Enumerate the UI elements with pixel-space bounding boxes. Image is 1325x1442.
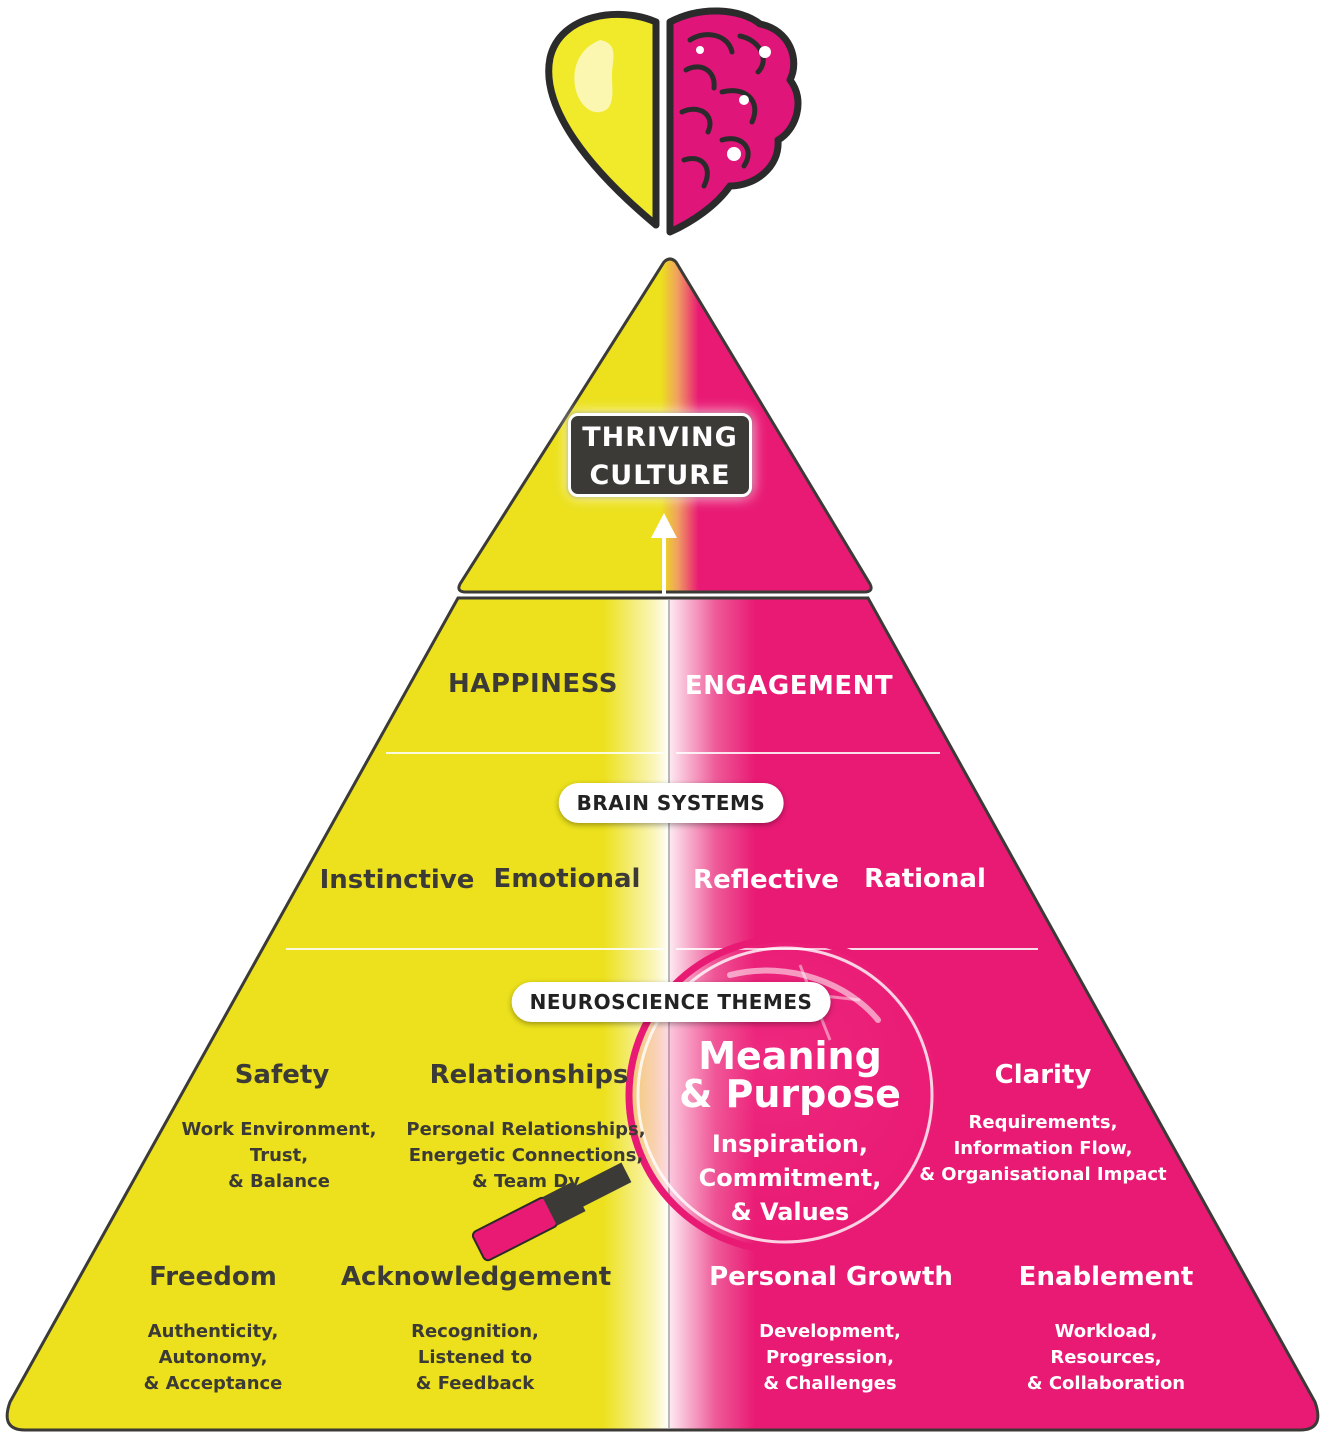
- theme-relationships-title: Relationships: [429, 1060, 629, 1090]
- badge-line-2: CULTURE: [589, 460, 731, 491]
- up-arrow-icon: [651, 513, 677, 596]
- brain-system-rational: Rational: [864, 864, 986, 894]
- brain-system-emotional: Emotional: [493, 864, 641, 894]
- badge-line-1: THRIVING: [582, 422, 738, 453]
- theme-acknowledgement-title: Acknowledgement: [340, 1262, 612, 1292]
- engagement-heading: ENGAGEMENT: [684, 671, 894, 701]
- theme-safety-title: Safety: [234, 1060, 330, 1090]
- theme-meaning-purpose-title: Meaning & Purpose: [679, 1034, 901, 1116]
- theme-clarity-details: Requirements, Information Flow, & Organi…: [919, 1112, 1167, 1185]
- theme-acknowledgement-details: Recognition, Listened to & Feedback: [411, 1321, 539, 1394]
- theme-safety-details: Work Environment, Trust, & Balance: [181, 1119, 377, 1192]
- theme-relationships-details: Personal Relationships, Energetic Connec…: [406, 1119, 646, 1192]
- theme-enablement-details: Workload, Resources, & Collaboration: [1026, 1321, 1186, 1394]
- neuroscience-themes-label: NEUROSCIENCE THEMES: [511, 982, 831, 1022]
- theme-meaning-purpose-details: Inspiration, Commitment, & Values: [698, 1130, 882, 1226]
- brain-system-instinctive: Instinctive: [319, 865, 475, 895]
- theme-clarity-title: Clarity: [994, 1060, 1092, 1090]
- theme-personal-growth-details: Development, Progression, & Challenges: [759, 1321, 901, 1394]
- happiness-heading: HAPPINESS: [448, 669, 618, 699]
- heart-brain-icon: [545, 7, 802, 236]
- theme-personal-growth-title: Personal Growth: [709, 1262, 953, 1292]
- theme-enablement-title: Enablement: [1018, 1262, 1194, 1292]
- brain-system-reflective: Reflective: [693, 865, 839, 895]
- brain-systems-label: BRAIN SYSTEMS: [558, 783, 784, 823]
- theme-freedom-details: Authenticity, Autonomy, & Acceptance: [143, 1321, 283, 1394]
- theme-freedom-title: Freedom: [149, 1262, 277, 1292]
- thriving-culture-badge: THRIVING CULTURE: [568, 413, 752, 497]
